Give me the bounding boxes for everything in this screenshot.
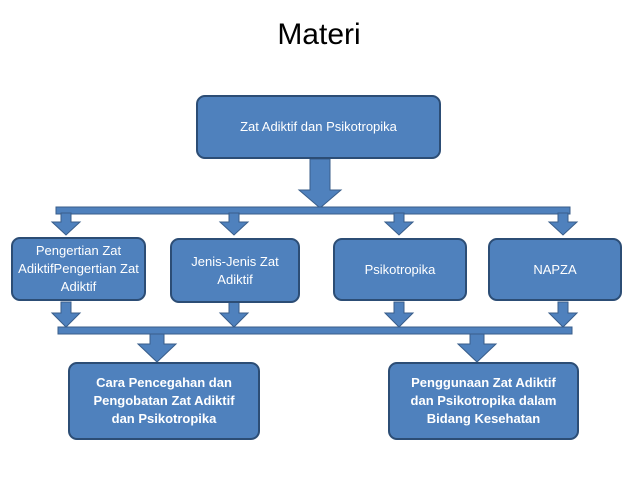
box-psikotropika-label: Psikotropika <box>364 261 436 277</box>
box-pengertian-label: Pengertian Zat AdiktifPengertian Zat Adi… <box>18 243 139 294</box>
box-cara-pencegahan-label: Cara Pencegahan dan Pengobatan Zat Adikt… <box>93 375 235 426</box>
diagram-title: Materi <box>277 18 361 51</box>
arrow-to-box2 <box>218 212 250 236</box>
box-napza-label: NAPZA <box>533 261 577 277</box>
box-psikotropika: Psikotropika <box>333 238 467 301</box>
arrow-to-box4 <box>547 212 579 236</box>
top-bar <box>55 206 571 215</box>
arrow-from-box2 <box>218 301 250 328</box>
box-penggunaan-label: Penggunaan Zat Adiktif dan Psikotropika … <box>410 375 557 426</box>
box-cara-pencegahan: Cara Pencegahan dan Pengobatan Zat Adikt… <box>68 362 260 440</box>
box-napza: NAPZA <box>488 238 622 301</box>
box-pengertian: Pengertian Zat AdiktifPengertian Zat Adi… <box>11 237 146 301</box>
arrow-to-box1 <box>50 212 82 236</box>
root-down-arrow <box>297 158 343 209</box>
box-jenis-jenis-label: Jenis-Jenis Zat Adiktif <box>191 253 279 287</box>
box-jenis-jenis: Jenis-Jenis Zat Adiktif <box>170 238 300 303</box>
arrow-from-box1 <box>50 301 82 328</box>
arrow-to-box3 <box>383 212 415 236</box>
arrow-from-box3 <box>383 301 415 328</box>
box-penggunaan: Penggunaan Zat Adiktif dan Psikotropika … <box>388 362 579 440</box>
arrow-to-bottom-left <box>136 333 178 363</box>
arrow-from-box4 <box>547 301 579 328</box>
bottom-bar <box>57 326 573 335</box>
root-label: Zat Adiktif dan Psikotropika <box>240 119 397 134</box>
arrow-to-bottom-right <box>456 333 498 363</box>
root-box: Zat Adiktif dan Psikotropika <box>196 95 441 159</box>
